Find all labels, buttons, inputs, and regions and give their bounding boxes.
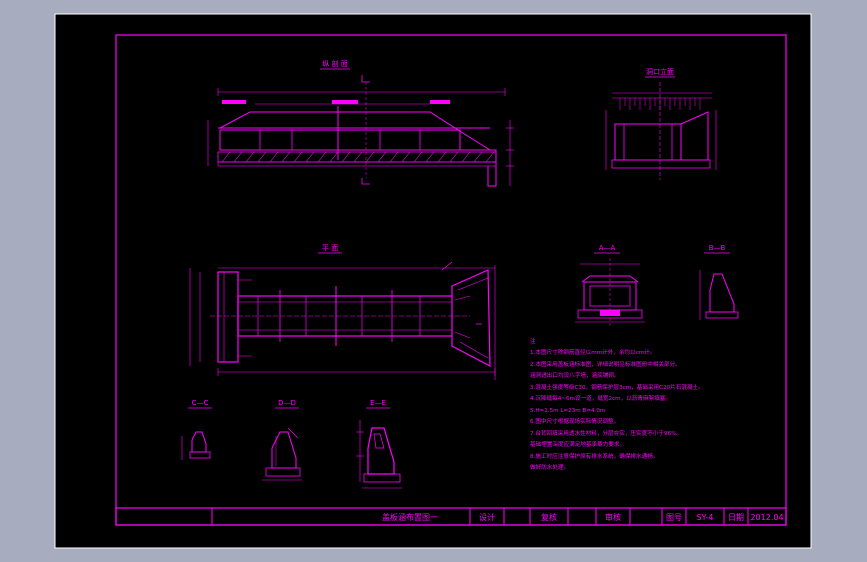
note-line: 8.施工时应注意保护原有排水系统，确保排水通畅。 <box>530 452 658 460</box>
section-ee-title: E—E <box>370 399 386 407</box>
section-longitudinal-title: 纵 剖 面 <box>322 59 347 68</box>
note-line: 7.台背回填采用透水性材料，分层夯实，压实度不小于96%。 <box>530 429 682 437</box>
drawing-title: 盖板涵布置图一 <box>382 512 438 522</box>
note-line: 基础埋置深度应满足地基承载力要求。 <box>530 440 625 448</box>
review-label: 复核 <box>541 512 557 522</box>
drawing-no: SY-4 <box>697 513 714 522</box>
date-value: 2012.04 <box>750 513 783 522</box>
note-line: 6.图中尺寸根据现场实际情况调整。 <box>530 417 619 425</box>
note-line: 3.混凝土强度等级C30，钢筋保护层3cm，基础采用C20片石混凝土。 <box>530 383 704 391</box>
section-ee: E—E <box>356 399 402 489</box>
elevation-view: 洞口立面 <box>605 67 717 180</box>
plan-title: 平 面 <box>322 244 338 252</box>
note-line: 4.沉降缝每4~6m设一道，缝宽2cm，以沥青麻絮填塞。 <box>530 394 671 402</box>
note-line: 2.本图采用盖板涵标准图，详细说明见标准图册中相关部分。 <box>530 360 681 368</box>
plan-view: 平 面 <box>189 244 496 380</box>
approve-label: 审核 <box>605 512 621 522</box>
section-cc: C—C <box>181 399 212 460</box>
section-dd-title: D—D <box>278 399 296 407</box>
section-aa-title: A—A <box>599 244 616 252</box>
note-line: 1.本图尺寸除钢筋直径以mm计外，余均以cm计。 <box>530 348 655 356</box>
note-line: 涵洞进出口均设八字墙，涵底铺砌。 <box>530 371 620 379</box>
note-line: 做好防水处理。 <box>530 463 569 471</box>
section-cc-title: C—C <box>192 399 209 407</box>
outer-frame <box>54 13 812 549</box>
note-line: 5.H=1.5m L=23m B=4.0m <box>530 408 605 414</box>
note-line: 注 <box>530 337 536 345</box>
notes-block: 注 1.本图尺寸除钢筋直径以mm计外，余均以cm计。 2.本图采用盖板涵标准图，… <box>530 337 704 471</box>
section-longitudinal: 纵 剖 面 <box>207 59 514 187</box>
elevation-title: 洞口立面 <box>646 67 674 76</box>
title-block: 盖板涵布置图一 设计 复核 审核 图号 SY-4 日期 2012.04 <box>115 507 787 526</box>
date-label: 日期 <box>728 513 744 522</box>
section-bb-title: B—B <box>709 244 726 252</box>
section-bb: B—B <box>699 244 739 320</box>
section-dd: D—D <box>262 399 302 481</box>
section-aa: A—A <box>575 244 645 326</box>
drawing-no-label: 图号 <box>666 513 682 522</box>
design-label: 设计 <box>479 512 495 522</box>
